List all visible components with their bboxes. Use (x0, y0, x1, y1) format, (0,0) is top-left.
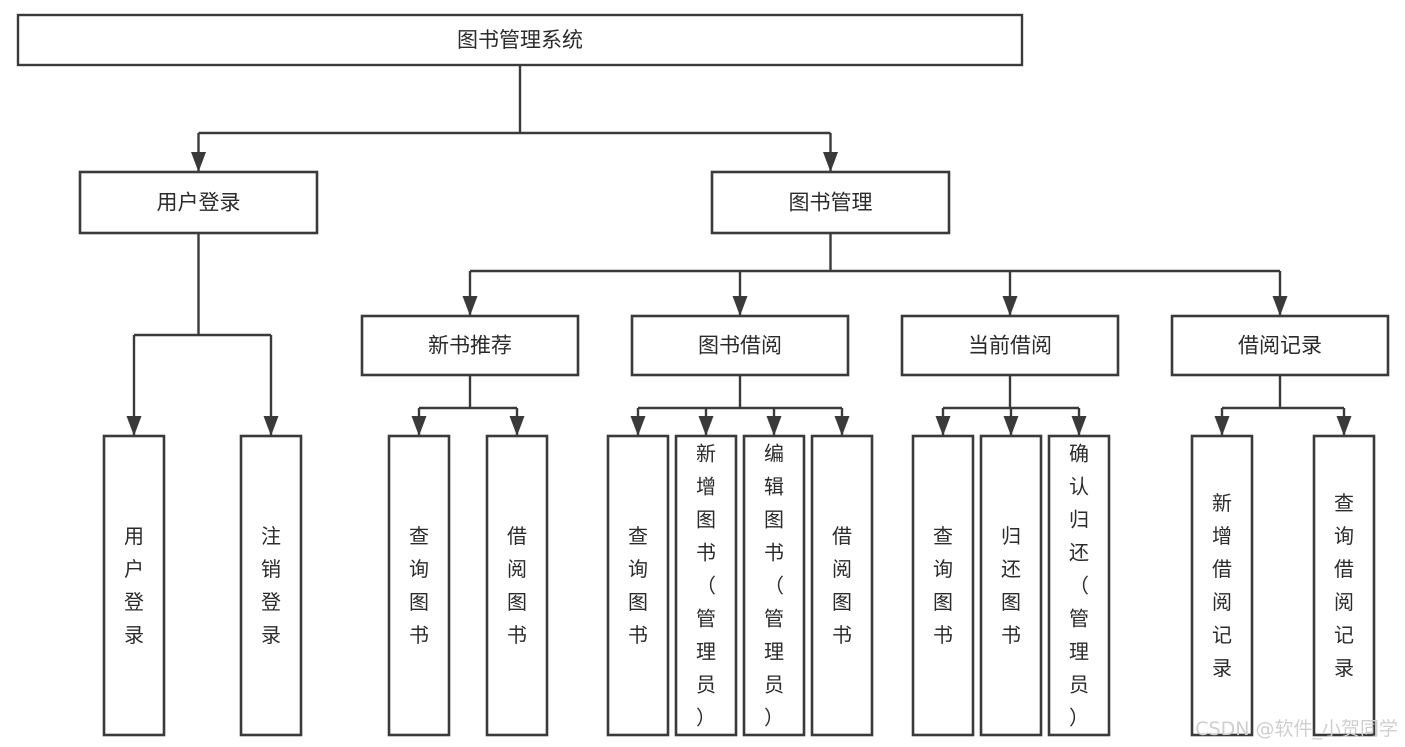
node-label: 查询图书 (933, 524, 953, 647)
arrow-head-icon (263, 416, 279, 436)
connector-group-user-login (126, 233, 279, 436)
node-box[interactable] (674, 434, 738, 737)
arrow-head-icon (1003, 416, 1019, 436)
connector-group-borrow-record (1214, 375, 1352, 436)
node-label: 归还图书 (1001, 524, 1021, 647)
node-n-borrow-record[interactable]: 借阅记录 (1170, 314, 1390, 377)
node-box[interactable] (710, 170, 951, 235)
node-label: 借阅图书 (507, 524, 527, 647)
arrow-head-icon (630, 416, 646, 436)
node-n-book-borrow[interactable]: 图书借阅 (630, 314, 850, 377)
node-label: 借阅图书 (832, 524, 852, 647)
node-n-leaf-query-book-2[interactable]: 查询图书 (606, 434, 670, 737)
node-label: 注销登录 (261, 524, 281, 647)
node-box[interactable] (239, 434, 303, 737)
node-n-current-borrow[interactable]: 当前借阅 (900, 314, 1120, 377)
node-n-leaf-edit-book[interactable]: 编辑图书（管理员） (742, 434, 806, 737)
node-n-leaf-confirm-return[interactable]: 确认归还（管理员） (1047, 434, 1111, 737)
node-label: 用户登录 (157, 191, 241, 215)
node-n-leaf-add-book[interactable]: 新增图书（管理员） (674, 434, 738, 737)
arrow-head-icon (834, 416, 850, 436)
connector-group-new-book-rec (411, 375, 525, 436)
node-box[interactable] (1312, 434, 1376, 737)
node-label: 图书管理 (789, 191, 873, 215)
node-box[interactable] (1190, 434, 1254, 737)
node-box[interactable] (900, 314, 1120, 377)
node-label: 当前借阅 (968, 334, 1052, 358)
node-layer: 图书管理系统用户登录图书管理新书推荐图书借阅当前借阅借阅记录用户登录注销登录查询… (16, 13, 1390, 737)
arrow-head-icon (1071, 416, 1087, 436)
arrow-head-icon (1214, 416, 1230, 436)
connector-layer (126, 65, 1352, 436)
arrow-head-icon (732, 296, 748, 316)
node-box[interactable] (1170, 314, 1390, 377)
node-n-root[interactable]: 图书管理系统 (16, 13, 1024, 67)
node-label: 借阅记录 (1238, 334, 1322, 358)
node-label: 新增借阅记录 (1212, 491, 1232, 680)
arrow-head-icon (509, 416, 525, 436)
node-box[interactable] (485, 434, 549, 737)
node-box[interactable] (911, 434, 975, 737)
node-n-user-login[interactable]: 用户登录 (78, 170, 319, 235)
node-box[interactable] (1047, 434, 1111, 737)
node-label: 查询图书 (409, 524, 429, 647)
node-n-new-book-rec[interactable]: 新书推荐 (360, 314, 580, 377)
arrow-head-icon (1272, 296, 1288, 316)
node-n-leaf-return-book[interactable]: 归还图书 (979, 434, 1043, 737)
node-n-book-manage[interactable]: 图书管理 (710, 170, 951, 235)
arrow-head-icon (191, 152, 206, 172)
node-n-leaf-borrow-book-2[interactable]: 借阅图书 (810, 434, 874, 737)
node-label: 确认归还（管理员） (1069, 441, 1089, 729)
node-n-leaf-add-record[interactable]: 新增借阅记录 (1190, 434, 1254, 737)
node-box[interactable] (606, 434, 670, 737)
node-box[interactable] (742, 434, 806, 737)
node-box[interactable] (16, 13, 1024, 67)
arrow-head-icon (935, 416, 951, 436)
arrow-head-icon (1336, 416, 1352, 436)
node-label: 新增图书（管理员） (696, 441, 716, 729)
connector-group-book-manage (462, 233, 1288, 316)
arrow-head-icon (698, 416, 714, 436)
node-label: 新书推荐 (428, 334, 512, 358)
arrow-head-icon (766, 416, 782, 436)
node-box[interactable] (979, 434, 1043, 737)
node-n-leaf-query-book-3[interactable]: 查询图书 (911, 434, 975, 737)
node-label: 编辑图书（管理员） (764, 441, 784, 729)
node-n-leaf-logout[interactable]: 注销登录 (239, 434, 303, 737)
connector-group-current-borrow (935, 375, 1087, 436)
node-n-leaf-borrow-book-1[interactable]: 借阅图书 (485, 434, 549, 737)
node-label: 查询图书 (628, 524, 648, 647)
arrow-head-icon (126, 416, 142, 436)
arrow-head-icon (823, 152, 838, 172)
node-box[interactable] (78, 170, 319, 235)
arrow-head-icon (411, 416, 427, 436)
arrow-head-icon (462, 296, 478, 316)
node-label: 查询借阅记录 (1334, 491, 1354, 680)
arrow-head-icon (1002, 296, 1018, 316)
node-label: 图书借阅 (698, 334, 782, 358)
connector-group-book-borrow (630, 375, 850, 436)
node-box[interactable] (102, 434, 166, 737)
node-label: 图书管理系统 (457, 28, 583, 52)
csdn-watermark: CSDN @软件_小贺同学 (1195, 718, 1398, 740)
node-box[interactable] (810, 434, 874, 737)
node-box[interactable] (387, 434, 451, 737)
node-label: 用户登录 (124, 524, 144, 647)
connector-group-root (191, 65, 838, 172)
node-box[interactable] (630, 314, 850, 377)
node-n-leaf-query-book-1[interactable]: 查询图书 (387, 434, 451, 737)
node-n-leaf-query-record[interactable]: 查询借阅记录 (1312, 434, 1376, 737)
node-n-leaf-user-login[interactable]: 用户登录 (102, 434, 166, 737)
node-box[interactable] (360, 314, 580, 377)
